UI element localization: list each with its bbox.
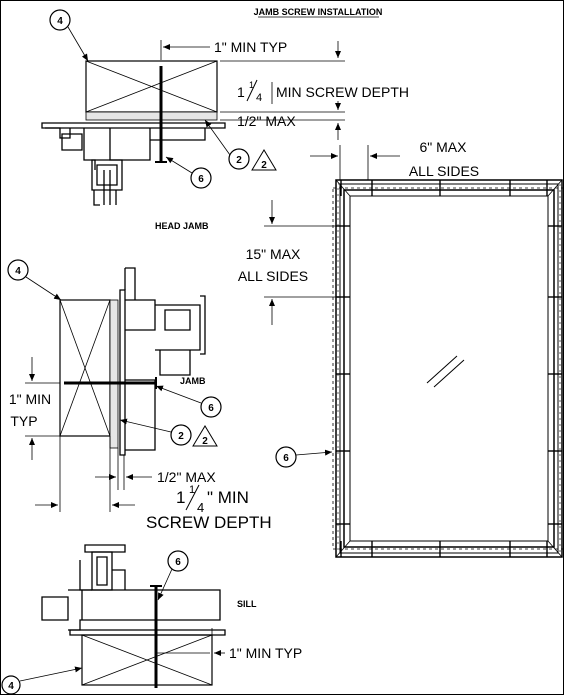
head-callout-2: 2 2 [204,119,277,171]
svg-text:4: 4 [57,16,63,27]
sill-min-typ-label: 1" MIN TYP [229,645,302,661]
drawing-title: JAMB SCREW INSTALLATION [254,7,383,17]
spacing-dimensions: 6" MAX ALL SIDES 15" MAX ALL SIDES [238,139,479,325]
jamb-callout-2: 2 2 [119,418,218,447]
sill-wood-block [81,634,213,686]
jamb-min-line2: TYP [10,413,37,429]
svg-text:6: 6 [208,403,214,414]
jamb-detail: JAMB 1" MIN TYP 1/2" MAX 1 1 4 " MIN SCR… [9,267,272,532]
spacing-15-line1: 15" MAX [246,246,301,262]
svg-text:2: 2 [178,431,184,442]
head-callout-4: 4 [49,9,89,62]
svg-text:4: 4 [8,681,14,692]
svg-text:6: 6 [175,557,181,568]
sill-detail: SILL 1" MIN TYP [41,544,302,688]
head-frame-profile [41,122,226,206]
jamb-callout-6: 6 [155,385,222,418]
jamb-fraction-num: 1 [189,484,195,496]
jamb-half-max-label: 1/2" MAX [157,469,216,485]
sill-callout-4: 4 [1,666,83,695]
jamb-min-line1: 1" MIN [9,391,51,407]
elevation-callout-6: 6 [275,446,333,468]
head-half-max-label: 1/2" MAX [237,113,296,129]
head-min-typ-label: 1" MIN TYP [214,39,287,55]
jamb-callout-4: 4 [7,259,62,301]
head-rev-triangle-label: 2 [261,160,267,171]
svg-text:2: 2 [236,155,242,166]
jamb-label: JAMB [180,376,206,386]
jamb-screw-depth: SCREW DEPTH [146,513,272,532]
jamb-shim [109,299,119,449]
head-shim [85,111,218,121]
jamb-fraction-den: 4 [197,500,204,515]
jamb-screw-min: " MIN [207,488,249,507]
head-fraction-den: 4 [256,92,262,104]
spacing-6-line1: 6" MAX [420,139,468,155]
svg-text:4: 4 [15,266,21,277]
window-elevation [332,179,564,558]
head-fraction-num: 1 [249,80,254,90]
jamb-frame-profile [119,267,206,456]
head-callout-6: 6 [165,156,212,189]
sill-label: SILL [237,599,257,609]
svg-text:6: 6 [283,453,289,464]
svg-text:6: 6 [198,174,204,185]
jamb-rev-triangle-label: 2 [202,436,208,447]
sill-callout-6: 6 [157,550,189,601]
sill-frame-profile [41,544,226,636]
spacing-6-line2: ALL SIDES [409,163,479,179]
spacing-15-line2: ALL SIDES [238,268,308,284]
head-jamb-detail: 1" MIN TYP 1 1 4 MIN SCREW DEPTH 1/2" MA… [41,39,409,206]
jamb-screw-whole: 1 [176,488,185,507]
head-screw-depth-text: MIN SCREW DEPTH [276,84,409,100]
head-screw-depth-whole: 1 [237,84,245,100]
head-jamb-label: HEAD JAMB [155,221,209,231]
